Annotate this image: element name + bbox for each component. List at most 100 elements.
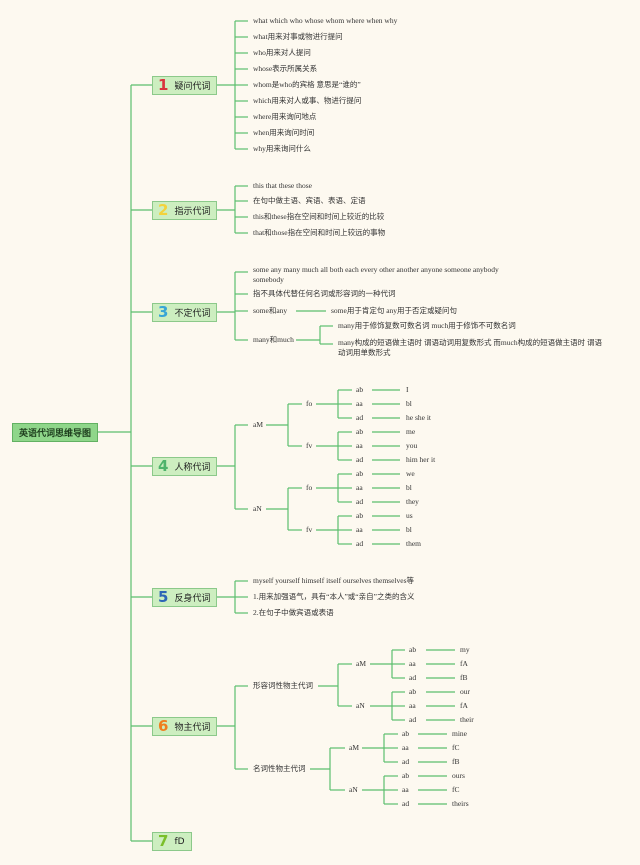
leaf-text: that和those指在空间和时间上较远的事物 <box>253 228 386 237</box>
category-label: 疑问代词 <box>174 82 211 92</box>
leaf-text: I <box>406 385 409 394</box>
leaf-text: what which who whose whom where when why <box>253 16 398 25</box>
root-node: 英语代词思维导图 <box>12 423 98 442</box>
category-interrogative: 1 疑问代词 <box>152 76 217 95</box>
number-badge: 6 <box>158 717 169 735</box>
number-badge: 1 <box>158 76 169 94</box>
category-label: fD <box>174 836 185 847</box>
branch-label: aa <box>409 659 416 668</box>
category-label: 指示代词 <box>174 207 211 217</box>
leaf-text: mine <box>452 729 467 738</box>
branch-label: aa <box>356 525 363 534</box>
category-label: 反身代词 <box>174 594 211 604</box>
leaf-text: them <box>406 539 421 548</box>
category-label: 不定代词 <box>174 309 211 319</box>
leaf-text: some any many much all both each every o… <box>253 265 499 274</box>
leaf-text: whose表示所属关系 <box>253 64 318 73</box>
leaf-text: fA <box>460 701 468 710</box>
leaf-text: this that these those <box>253 181 312 190</box>
branch-label: aa <box>402 785 409 794</box>
branch-label: aM <box>356 659 366 668</box>
branch-label: 名词性物主代词 <box>253 764 306 773</box>
leaf-text: where用来询问地点 <box>253 112 317 121</box>
leaf-text: us <box>406 511 413 520</box>
leaf-text: this和these指在空间和时间上较近的比较 <box>253 212 385 221</box>
number-badge: 4 <box>158 457 169 475</box>
branch-label: ab <box>409 687 417 696</box>
leaf-text: he she it <box>406 413 431 422</box>
branch-label: fo <box>306 399 313 408</box>
leaf-text: many用于修饰复数可数名词 much用于修饰不可数名词 <box>338 321 516 330</box>
leaf-text: him her it <box>406 455 436 464</box>
branch-label: ab <box>356 385 364 394</box>
number-badge: 2 <box>158 201 169 219</box>
leaf-text: my <box>460 645 470 654</box>
leaf-text: fB <box>460 673 468 682</box>
category-label: 人称代词 <box>174 463 211 473</box>
branch-label: ab <box>356 427 364 436</box>
branch-label: aa <box>409 701 416 710</box>
branch-label: aa <box>356 483 363 492</box>
branch-label: ad <box>402 799 410 808</box>
leaf-text: some用于肯定句 any用于否定或疑问句 <box>331 306 458 315</box>
branch-label: ad <box>356 497 364 506</box>
leaf-text: theirs <box>452 799 469 808</box>
leaf-text: whom是who的宾格 意思是“谁的” <box>253 80 361 89</box>
number-badge: 3 <box>158 303 169 321</box>
leaf-text: me <box>406 427 416 436</box>
category-reflexive: 5 反身代词 <box>152 588 217 607</box>
branch-label: ad <box>409 715 417 724</box>
leaf-text: which用来对人或事、物进行提问 <box>253 96 362 105</box>
branch-label: aM <box>349 743 359 752</box>
branch-label: ad <box>356 413 364 422</box>
leaf-text: they <box>406 497 419 506</box>
leaf-text: somebody <box>253 275 284 284</box>
branch-label: aN <box>356 701 365 710</box>
number-badge: 5 <box>158 588 169 606</box>
category-personal: 4 人称代词 <box>152 457 217 476</box>
branch-label: some和any <box>253 306 288 315</box>
number-badge: 7 <box>158 832 169 850</box>
branch-label: 形容词性物主代词 <box>253 681 313 690</box>
leaf-text: fC <box>452 785 460 794</box>
leaf-text: 指不具体代替任何名词或形容词的一种代词 <box>253 289 396 298</box>
leaf-text: you <box>406 441 418 450</box>
leaf-text: myself yourself himself itself ourselves… <box>253 576 415 585</box>
leaf-text: 1.用来加强语气，具有“本人”或“亲自”之类的含义 <box>253 592 415 601</box>
branch-label: ab <box>356 511 364 520</box>
branch-label: aM <box>253 420 263 429</box>
branch-label: ab <box>402 771 410 780</box>
leaf-text: who用来对人提问 <box>253 48 311 57</box>
branch-label: aN <box>349 785 358 794</box>
leaf-text: their <box>460 715 474 724</box>
leaf-text: fA <box>460 659 468 668</box>
branch-label: ad <box>409 673 417 682</box>
category-possessive: 6 物主代词 <box>152 717 217 736</box>
category-demonstrative: 2 指示代词 <box>152 201 217 220</box>
leaf-text: bl <box>406 399 412 408</box>
category-indefinite: 3 不定代词 <box>152 303 217 322</box>
branch-label: ab <box>356 469 364 478</box>
branch-label: aa <box>356 399 363 408</box>
branch-label: fo <box>306 483 313 492</box>
leaf-text: 2.在句子中做宾语或表语 <box>253 608 334 617</box>
leaf-text: fC <box>452 743 460 752</box>
branch-label: ab <box>402 729 410 738</box>
branch-label: ab <box>409 645 417 654</box>
leaf-text: bl <box>406 483 412 492</box>
leaf-text: we <box>406 469 415 478</box>
leaf-text: ours <box>452 771 465 780</box>
category-label: 物主代词 <box>174 723 211 733</box>
leaf-text: when用来询问时间 <box>253 128 315 137</box>
leaf-text: what用来对事或物进行提问 <box>253 32 343 41</box>
leaf-text: many构成的短语做主语时 谓语动词用复数形式 而much构成的短语做主语时 谓… <box>338 338 602 357</box>
branch-label: ad <box>402 757 410 766</box>
branch-label: aN <box>253 504 262 513</box>
branch-label: many和much <box>253 335 294 344</box>
category-fd: 7 fD <box>152 832 192 851</box>
leaf-text: why用来询问什么 <box>253 144 311 153</box>
branch-label: ad <box>356 455 364 464</box>
leaf-text: our <box>460 687 470 696</box>
